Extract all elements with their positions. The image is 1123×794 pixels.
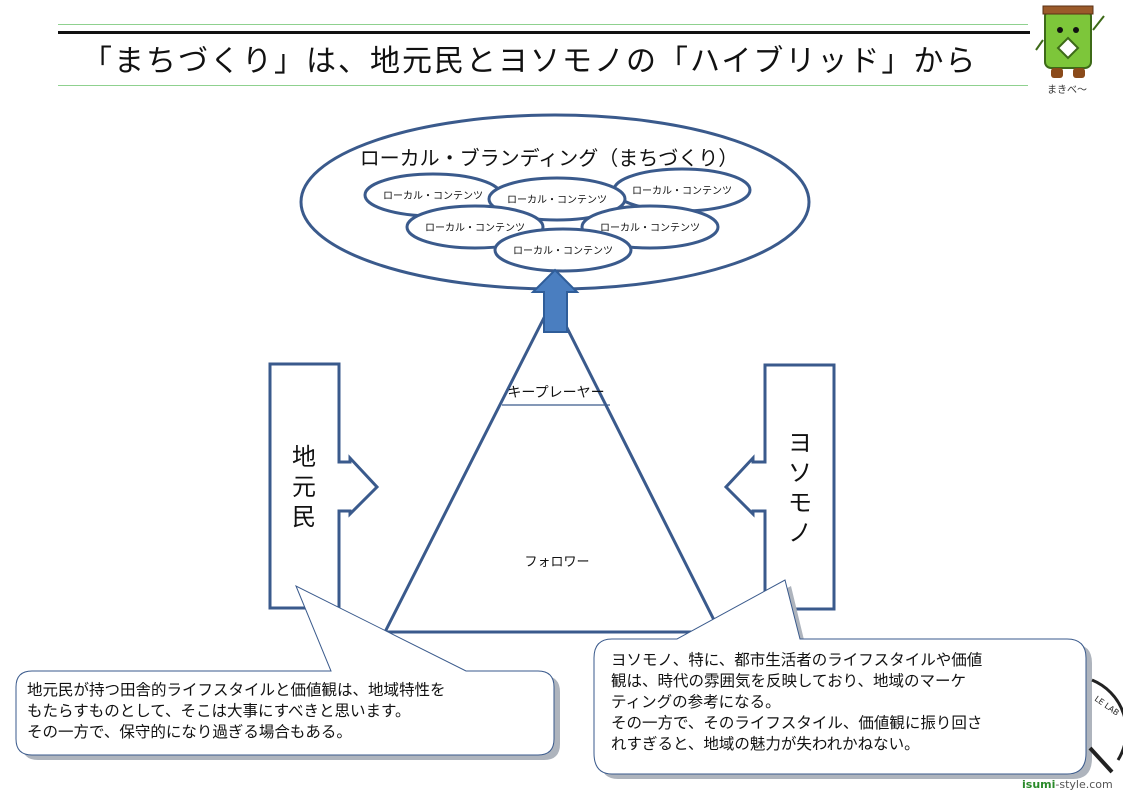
mascot-icon (1035, 5, 1105, 78)
right-callout (593, 579, 1087, 775)
page-title: 「まちづくり」は、地元民とヨソモノの「ハイブリッド」から (82, 44, 978, 79)
site-suffix: -style.com (1055, 778, 1113, 791)
title-rule-top (58, 24, 1028, 25)
key-player-label: キープレーヤー (507, 385, 604, 401)
content-label-5: ローカル・コンテンツ (600, 222, 700, 234)
content-ellipse-6: ローカル・コンテンツ (493, 227, 633, 273)
content-ellipse-2: ローカル・コンテンツ (487, 176, 627, 222)
left-callout (15, 584, 555, 756)
up-arrow (530, 268, 580, 333)
branding-title: ローカル・ブランディング（まちづくり） (360, 146, 739, 170)
content-label-4: ローカル・コンテンツ (425, 222, 525, 234)
pyramid-triangle (382, 296, 723, 634)
right-callout-text: ヨソモノ、特に、都市生活者のライフスタイルや価値 観は、時代の雰囲気を反映してお… (611, 651, 983, 753)
content-label-2: ローカル・コンテンツ (507, 194, 607, 206)
title-rule-black (58, 31, 1030, 34)
left-callout-text: 地元民が持つ田舎的ライフスタイルと価値観は、地域特性を もたらすものとして、そこ… (27, 681, 446, 741)
content-ellipse-3: ローカル・コンテンツ (612, 167, 752, 213)
title-rule-bottom (58, 85, 1028, 86)
left-arrow-box (268, 362, 380, 610)
mascot-caption: まきべ〜 (1047, 85, 1087, 96)
content-label-1: ローカル・コンテンツ (383, 190, 483, 202)
outsider-label: ヨ ソ モ ノ (788, 429, 812, 547)
content-label-6: ローカル・コンテンツ (513, 245, 613, 257)
site-logo: isumi-style.com (1022, 778, 1113, 791)
content-label-3: ローカル・コンテンツ (632, 185, 732, 197)
lab-logo-icon: LE LAB (1088, 678, 1123, 774)
right-arrow-box (723, 363, 836, 611)
follower-label: フォロワー (524, 555, 589, 570)
site-name: isumi (1022, 778, 1056, 791)
local-resident-label: 地 元 民 (292, 443, 316, 531)
